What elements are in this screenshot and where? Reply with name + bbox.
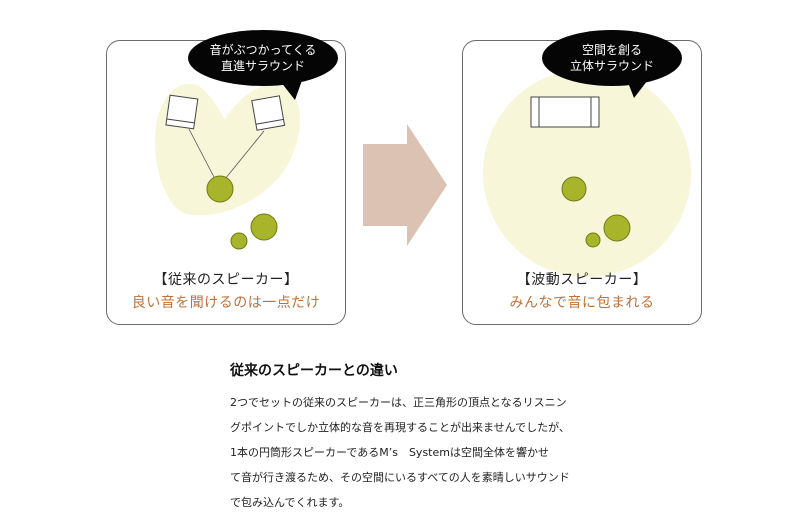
wave-speaker-scene xyxy=(483,69,691,277)
conventional-speaker-title: 【従来のスピーカー】 xyxy=(153,272,299,288)
listener-large-icon xyxy=(603,214,631,242)
cylindrical-speaker-icon xyxy=(530,96,600,128)
listener-main-icon xyxy=(561,176,587,202)
arrow-right-icon xyxy=(363,124,447,246)
listener-main-icon xyxy=(206,175,234,203)
conventional-speaker-panel: 【従来のスピーカー】 良い音を聞けるのは一点だけ xyxy=(106,40,346,325)
description-line: グポイントでしか立体的な音を再現することが出来ませんでしたが、 xyxy=(230,421,570,434)
speaker-left-icon xyxy=(165,94,199,130)
bubble-left-line-1: 音がぶつかってくる xyxy=(209,43,317,57)
listener-small-icon xyxy=(230,232,248,250)
speaker-right-icon xyxy=(251,95,286,131)
wave-speaker-subtitle: みんなで音に包まれる xyxy=(509,295,655,311)
speech-bubble-spatial-surround: 空間を創る 立体サラウンド xyxy=(542,30,682,86)
listener-small-icon xyxy=(585,232,601,248)
wave-speaker-title: 【波動スピーカー】 xyxy=(516,272,648,288)
bubble-right-line-2: 立体サラウンド xyxy=(569,59,654,73)
sound-path-line-left xyxy=(188,128,216,180)
description-line: 1本の円筒形スピーカーであるM’s Systemは空間全体を響かせ xyxy=(230,446,549,459)
bubble-left-line-2: 直進サラウンド xyxy=(220,59,305,73)
wave-speaker-panel: 【波動スピーカー】 みんなで音に包まれる xyxy=(462,40,702,325)
description-line: 2つでセットの従来のスピーカーは、正三角形の頂点となるリスニン xyxy=(230,396,567,409)
bubble-right-line-1: 空間を創る xyxy=(581,43,642,57)
sound-path-line-right xyxy=(224,130,265,180)
description-title: 従来のスピーカーとの違い xyxy=(230,363,398,379)
listener-large-icon xyxy=(250,213,278,241)
description-line: て音が行き渡るため、その空間にいるすべての人を素晴しいサウンド xyxy=(230,471,570,484)
description-body: 2つでセットの従来のスピーカーは、正三角形の頂点となるリスニン グポイントでしか… xyxy=(230,390,625,515)
conventional-speaker-scene xyxy=(155,83,301,250)
description-line: で包み込んでくれます。 xyxy=(230,496,350,509)
conventional-speaker-subtitle: 良い音を聞けるのは一点だけ xyxy=(131,295,321,311)
speech-bubble-direct-surround: 音がぶつかってくる 直進サラウンド xyxy=(188,30,338,86)
